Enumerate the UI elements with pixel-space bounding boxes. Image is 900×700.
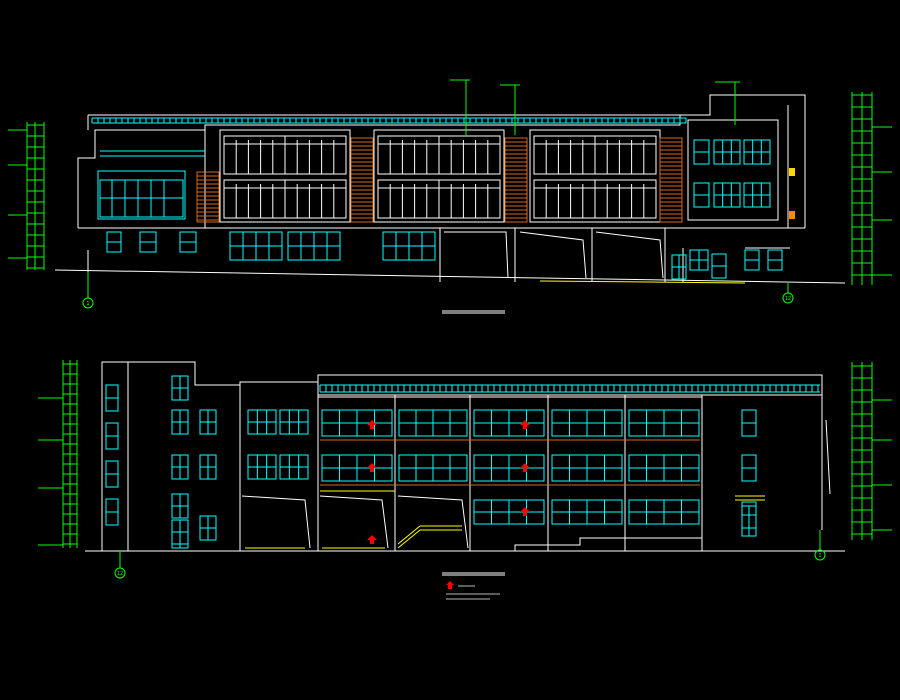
right-dimension-ladder-top bbox=[851, 92, 892, 285]
ramp-stair-bottom bbox=[245, 525, 462, 549]
axis-label: 1 bbox=[818, 553, 821, 559]
stair-tower-windows-bottom bbox=[105, 375, 217, 549]
red-arrow-icon bbox=[446, 581, 454, 589]
cladding-strip bbox=[659, 137, 683, 223]
left-dimension-ladder-top bbox=[8, 122, 45, 270]
mid-windows-bottom bbox=[247, 409, 309, 480]
top-elevation: 1 12 bbox=[8, 79, 892, 314]
red-arrow-icon bbox=[367, 535, 377, 544]
red-arrow-icon bbox=[367, 463, 377, 472]
cladding-strip bbox=[350, 137, 374, 223]
roof-parapet-rail-bottom bbox=[319, 384, 820, 393]
left-dimension-ladder-bottom bbox=[38, 360, 78, 548]
building-outline-bottom bbox=[85, 361, 845, 552]
red-arrow-icons bbox=[367, 420, 530, 544]
bottom-elevation: 12 1 bbox=[38, 360, 892, 600]
right-block-windows-bottom bbox=[735, 409, 831, 537]
cladding-strip bbox=[504, 137, 528, 223]
right-dimension-ladder-bottom bbox=[851, 362, 892, 540]
marker-yellow bbox=[789, 168, 795, 176]
cladding-strip bbox=[196, 171, 220, 223]
red-arrow-icon bbox=[520, 420, 530, 429]
axis-bubble-left-bottom: 12 bbox=[114, 551, 126, 579]
legend-bottom bbox=[446, 581, 500, 600]
building-outline-top bbox=[54, 94, 846, 284]
red-arrow-icon bbox=[520, 463, 530, 472]
wood-cladding-top bbox=[196, 137, 683, 223]
axis-label: 12 bbox=[785, 296, 791, 302]
axis-bubble-right-bottom: 1 bbox=[814, 530, 826, 561]
axis-label: 12 bbox=[117, 571, 123, 577]
drawing-title-top bbox=[442, 310, 505, 314]
ground-floor-windows-top bbox=[106, 231, 783, 280]
curtain-wall-panels-bottom bbox=[320, 409, 700, 525]
tower-windows-top bbox=[693, 139, 771, 208]
axis-bubble-right-top: 12 bbox=[782, 283, 794, 304]
marker-orange bbox=[789, 211, 795, 219]
ramp-line-top bbox=[539, 280, 746, 284]
axis-bubble-left-top: 1 bbox=[82, 272, 94, 309]
leader-lines-top bbox=[450, 79, 740, 135]
left-curtain-wall-top bbox=[97, 150, 205, 220]
red-arrow-icon bbox=[520, 507, 530, 516]
curtain-wall-panels-top bbox=[223, 135, 657, 219]
axis-label: 1 bbox=[86, 301, 89, 307]
downpipe bbox=[825, 419, 831, 495]
roof-parapet-rail-top bbox=[91, 117, 687, 124]
drawing-title-bottom bbox=[442, 572, 505, 576]
red-arrow-icon bbox=[367, 420, 377, 429]
